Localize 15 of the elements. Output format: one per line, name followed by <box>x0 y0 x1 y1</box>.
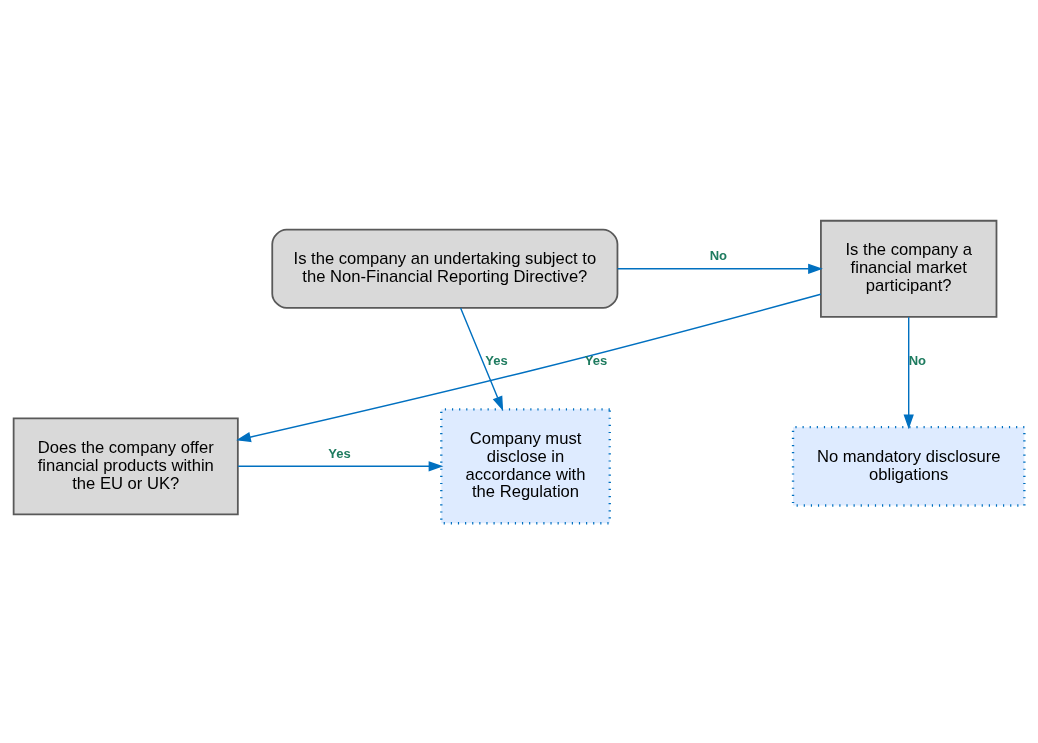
node-box: No mandatory disclosure obligations <box>791 425 1026 507</box>
arrow <box>236 293 822 442</box>
edge-label: Yes <box>584 352 608 368</box>
edge-label: No <box>709 247 728 263</box>
node-box: Is the company an undertaking subject to the Non-Financial Reporting Directive? <box>271 228 619 309</box>
node-box: Is the company a financial market participant? <box>820 219 998 318</box>
arrow <box>237 460 444 471</box>
edge-label: No <box>908 352 927 368</box>
arrow <box>616 263 823 274</box>
edge-label: Yes <box>485 352 508 368</box>
edge-label: Yes <box>328 445 351 461</box>
node-box: Does the company offer financial products within the EU or UK? <box>12 416 239 515</box>
arrow <box>459 306 504 411</box>
arrow <box>903 316 914 429</box>
node-box: Company must disclose in accordance with the Regulation <box>440 407 611 524</box>
